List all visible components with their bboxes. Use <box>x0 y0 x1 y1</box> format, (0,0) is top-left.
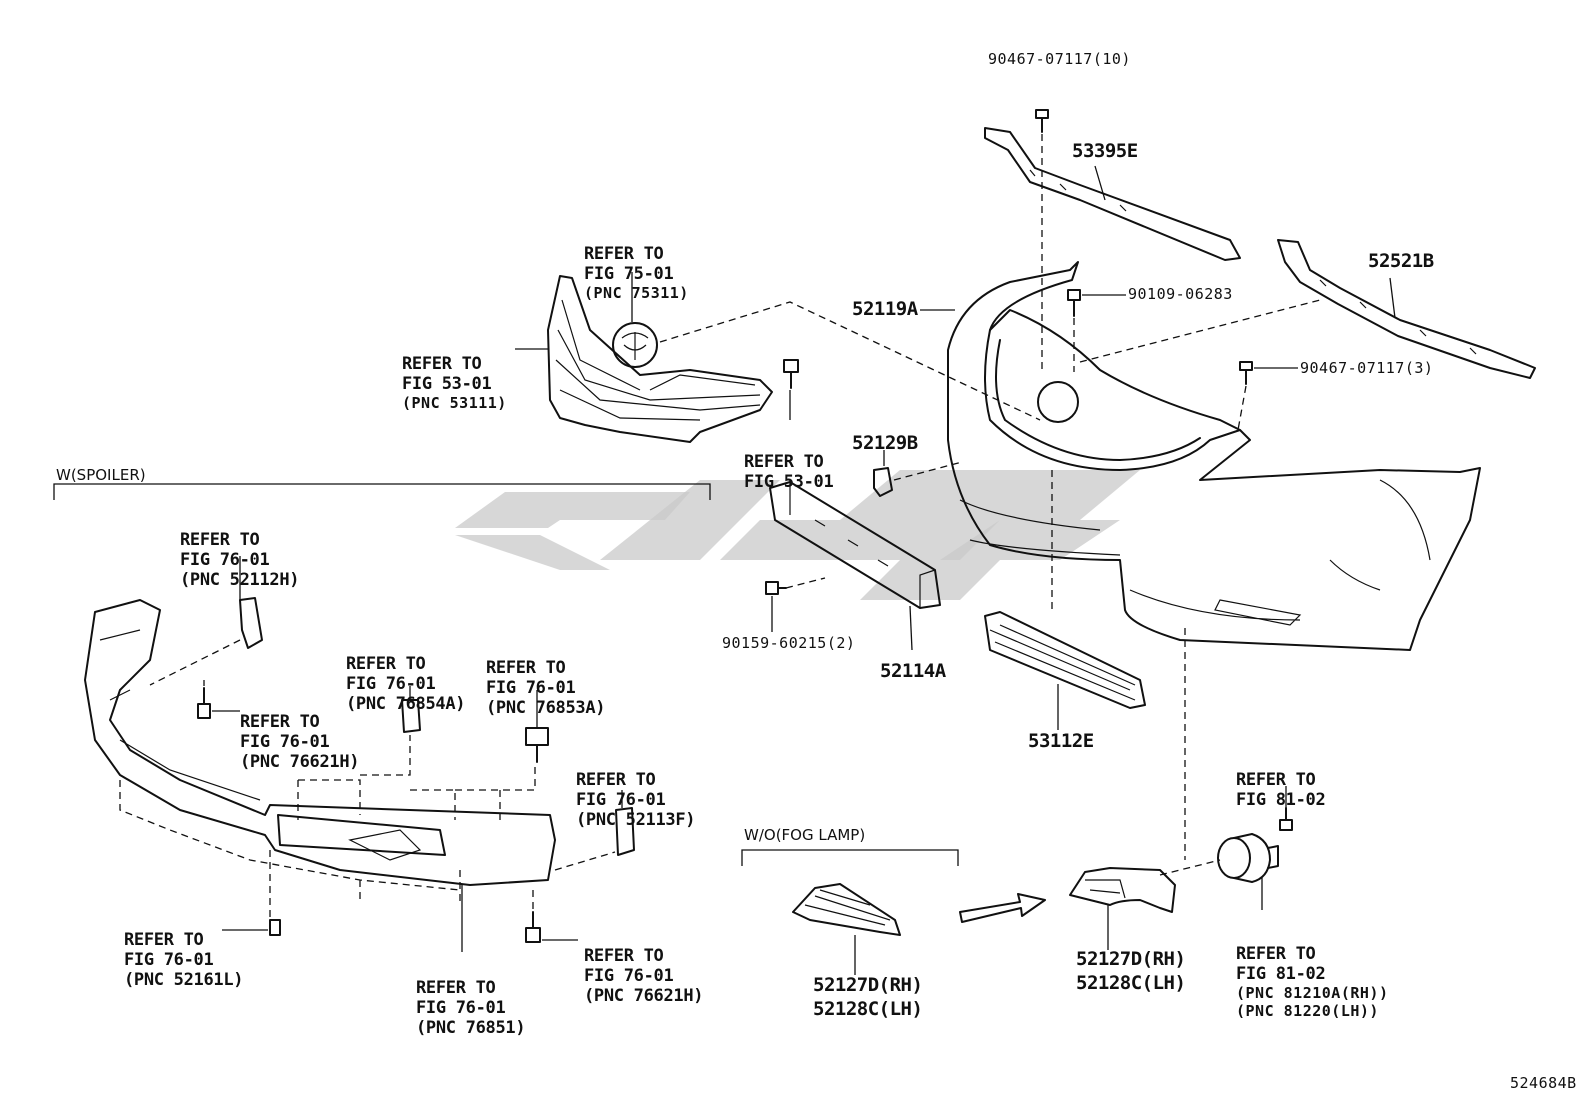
leader-emblem-bumper <box>659 301 1041 421</box>
part-label-52127D-rh-right[interactable]: 52127D(RH) <box>1076 948 1186 970</box>
lower-grille-53112E <box>984 611 1146 709</box>
leader-90467-right-dash <box>1237 385 1247 431</box>
part-label-53395E[interactable]: 53395E <box>1072 140 1138 162</box>
spoiler-label-leaders <box>212 556 623 952</box>
part-label-52129B[interactable]: 52129B <box>852 432 918 454</box>
bolt-90109 <box>1067 289 1081 317</box>
section-header-fog-lamp: W/O(FOG LAMP) <box>744 826 866 844</box>
part-label-90109-06283[interactable]: 90109-06283 <box>1128 285 1233 303</box>
emblem-75311 <box>612 322 658 368</box>
retainer-52521B <box>1277 239 1536 379</box>
diagram-id: 524684B <box>1510 1074 1577 1092</box>
fog-lamp-bolt <box>1279 807 1293 831</box>
part-label-90467-07117-top[interactable]: 90467-07117(10) <box>988 50 1131 68</box>
leader-52114A <box>909 605 913 651</box>
spoiler-brackets <box>197 597 635 943</box>
clip-90467-right <box>1239 361 1253 385</box>
leader-53395E <box>1094 165 1106 201</box>
leader-52521B-bumper <box>1079 299 1321 363</box>
bracket-52114A <box>769 481 941 609</box>
clip-53-01 <box>783 359 799 389</box>
fog-cover-mid <box>792 883 901 936</box>
spoiler-dashed-leaders <box>119 639 616 918</box>
spoiler-section-bracket <box>53 483 711 500</box>
front-spoiler-assembly <box>84 599 556 886</box>
transition-arrow <box>959 893 1046 923</box>
leader-fog-lamp-dash <box>1159 859 1221 876</box>
part-label-52127D-rh-mid[interactable]: 52127D(RH) <box>813 974 923 996</box>
retainer-53395E <box>984 127 1241 261</box>
part-label-52119A[interactable]: 52119A <box>852 298 918 320</box>
part-label-52128C-lh-mid[interactable]: 52128C(LH) <box>813 998 923 1020</box>
fog-lamp-unit <box>1217 833 1279 883</box>
part-label-52128C-lh-right[interactable]: 52128C(LH) <box>1076 972 1186 994</box>
leader-52521B <box>1389 277 1396 319</box>
fog-section-bracket <box>741 849 959 866</box>
bumper-cover-52119A <box>947 261 1481 651</box>
part-label-90467-07117-right[interactable]: 90467-07117(3) <box>1300 359 1434 377</box>
section-header-spoiler: W(SPOILER) <box>56 466 146 484</box>
part-label-53112E[interactable]: 53112E <box>1028 730 1094 752</box>
leader-90159-dash <box>785 577 826 589</box>
fog-cover-right <box>1069 867 1176 913</box>
part-label-52114A[interactable]: 52114A <box>880 660 946 682</box>
bolt-90159 <box>765 581 787 595</box>
part-label-52521B[interactable]: 52521B <box>1368 250 1434 272</box>
part-label-90159-60215[interactable]: 90159-60215(2) <box>722 634 856 652</box>
cap-52129B <box>873 467 893 497</box>
clip-90467-top <box>1035 109 1049 133</box>
